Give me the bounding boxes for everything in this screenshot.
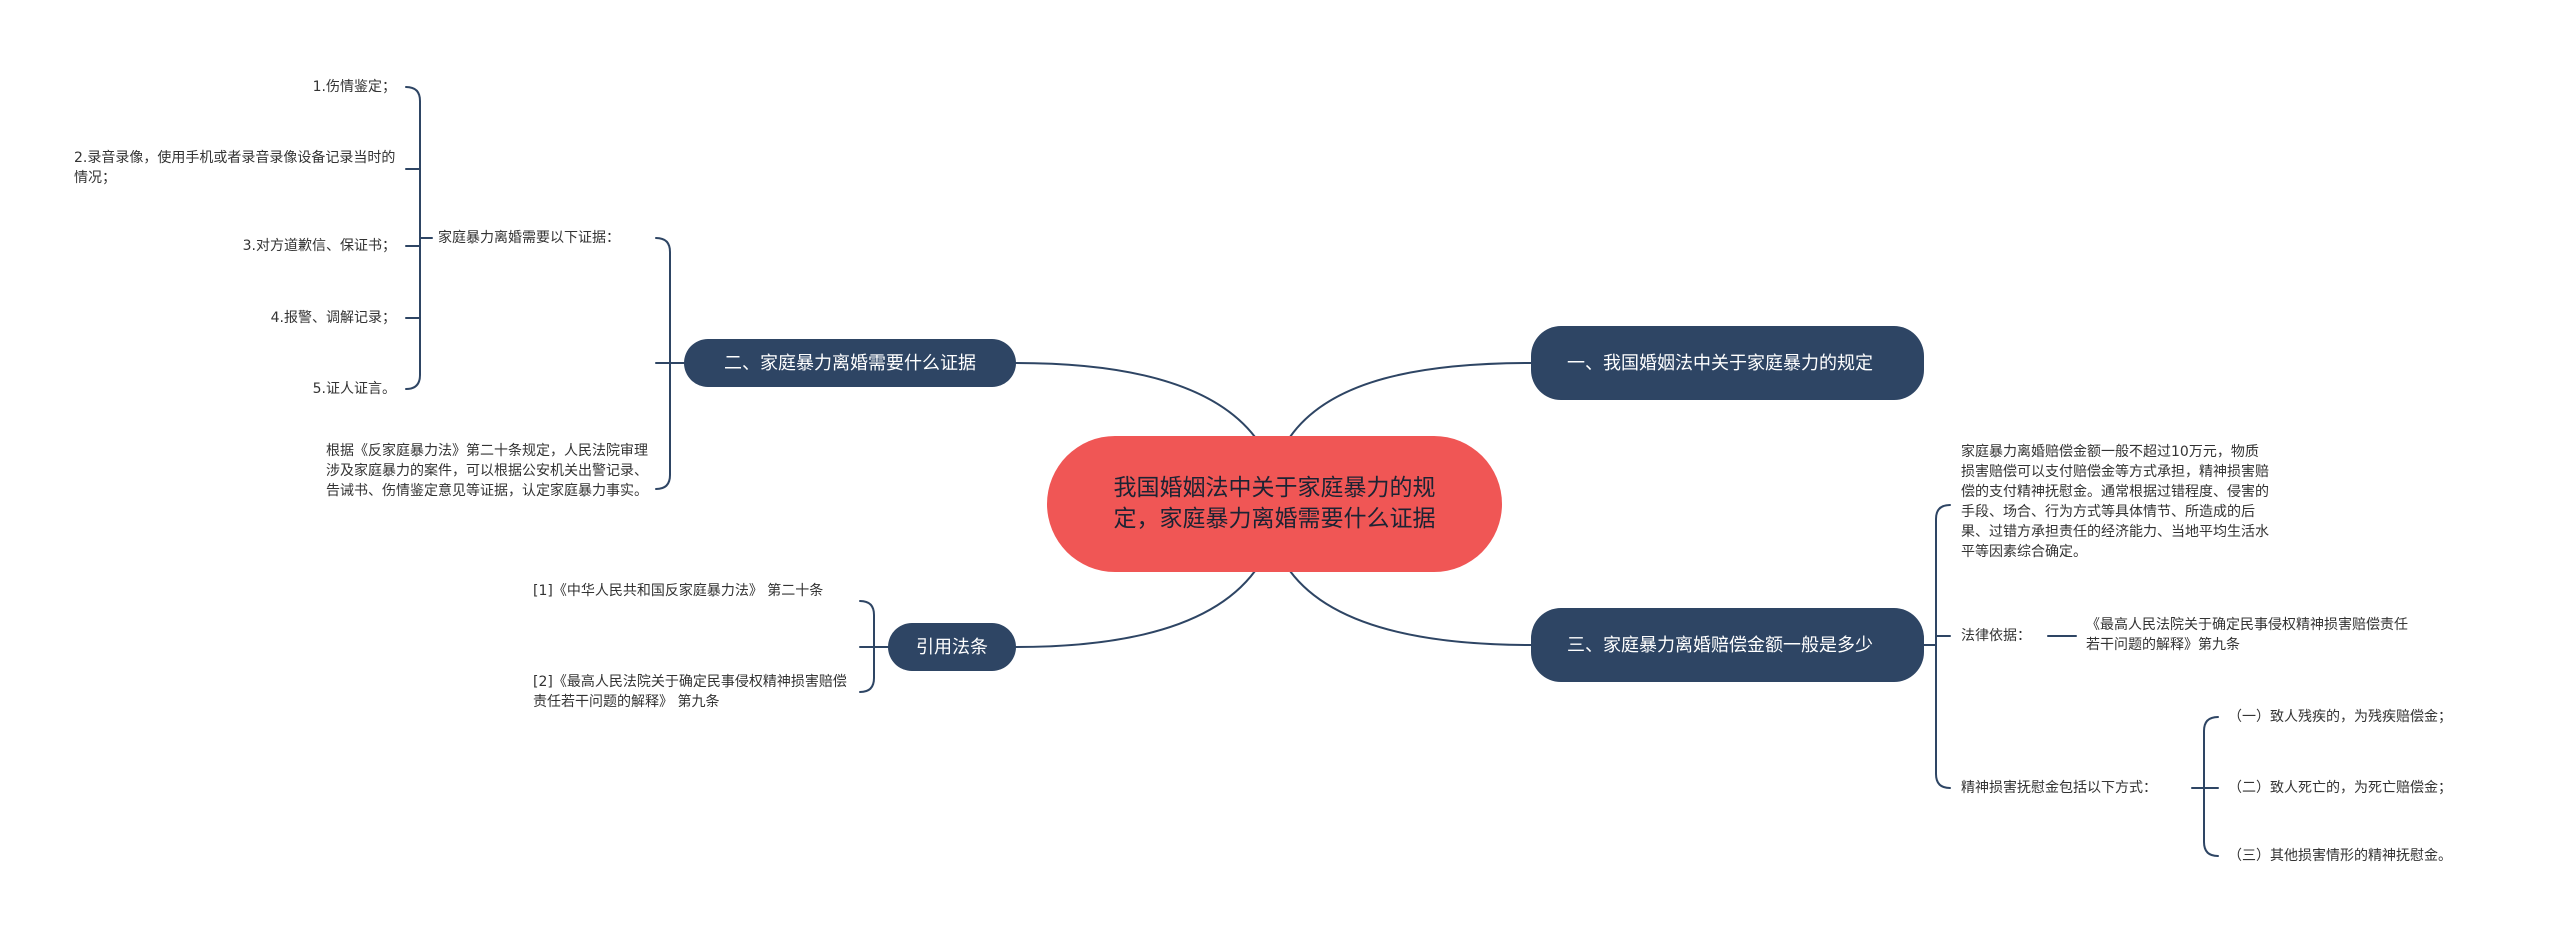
branch-label: 一、我国婚姻法中关于家庭暴力的规定 — [1567, 352, 1873, 374]
branch-compensation-amount[interactable]: 三、家庭暴力离婚赔偿金额一般是多少 — [1531, 608, 1924, 682]
cited-law-item[interactable]: [2]《最高人民法院关于确定民事侵权精神损害赔偿责任若干问题的解释》 第九条 — [533, 674, 847, 710]
evidence-list-label[interactable]: 家庭暴力离婚需要以下证据： — [438, 230, 620, 246]
edge-root-l2 — [1015, 570, 1256, 648]
evidence-item[interactable]: 4.报警、调解记录； — [270, 310, 396, 326]
evidence-law-paragraph[interactable]: 根据《反家庭暴力法》第二十条规定，人民法院审理涉及家庭暴力的案件，可以根据公安机… — [326, 443, 648, 499]
evidence-item[interactable]: 5.证人证言。 — [312, 381, 396, 397]
branch-domestic-violence-rules[interactable]: 一、我国婚姻法中关于家庭暴力的规定 — [1531, 326, 1924, 400]
edge-root-r2 — [1289, 570, 1532, 646]
compensation-methods-label[interactable]: 精神损害抚慰金包括以下方式： — [1961, 780, 2157, 796]
edge-root-r1 — [1289, 362, 1532, 438]
root-topic[interactable]: 我国婚姻法中关于家庭暴力的规定，家庭暴力离婚需要什么证据 — [1047, 436, 1502, 572]
compensation-method-item[interactable]: （一）致人残疾的，为残疾赔偿金； — [2228, 709, 2452, 725]
evidence-item[interactable]: 3.对方道歉信、保证书； — [242, 238, 396, 254]
bracket-r2 — [1935, 504, 1951, 789]
root-topic-text: 我国婚姻法中关于家庭暴力的规定，家庭暴力离婚需要什么证据 — [1113, 475, 1436, 532]
bracket-comp — [2203, 716, 2219, 857]
compensation-method-item[interactable]: （三）其他损害情形的精神抚慰金。 — [2228, 848, 2452, 864]
branch-label: 引用法条 — [916, 636, 988, 658]
branch-label: 三、家庭暴力离婚赔偿金额一般是多少 — [1567, 634, 1873, 656]
branch-cited-laws[interactable]: 引用法条 — [888, 623, 1016, 671]
evidence-item[interactable]: 2.录音录像，使用手机或者录音录像设备记录当时的情况； — [74, 150, 396, 186]
cited-law-item[interactable]: [1]《中华人民共和国反家庭暴力法》 第二十条 — [533, 583, 824, 599]
compensation-paragraph[interactable]: 家庭暴力离婚赔偿金额一般不超过10万元，物质损害赔偿可以支付赔偿金等方式承担，精… — [1961, 444, 2269, 560]
branch-label: 二、家庭暴力离婚需要什么证据 — [724, 352, 976, 374]
branch-evidence-needed[interactable]: 二、家庭暴力离婚需要什么证据 — [684, 339, 1016, 387]
bracket-evidence — [405, 86, 421, 390]
legal-basis-ref[interactable]: 《最高人民法院关于确定民事侵权精神损害赔偿责任若干问题的解释》第九条 — [2086, 617, 2408, 653]
edge-root-l1 — [1015, 362, 1256, 438]
evidence-item[interactable]: 1.伤情鉴定； — [312, 79, 396, 95]
compensation-method-item[interactable]: （二）致人死亡的，为死亡赔偿金； — [2228, 780, 2452, 796]
legal-basis-label[interactable]: 法律依据： — [1961, 628, 2031, 644]
